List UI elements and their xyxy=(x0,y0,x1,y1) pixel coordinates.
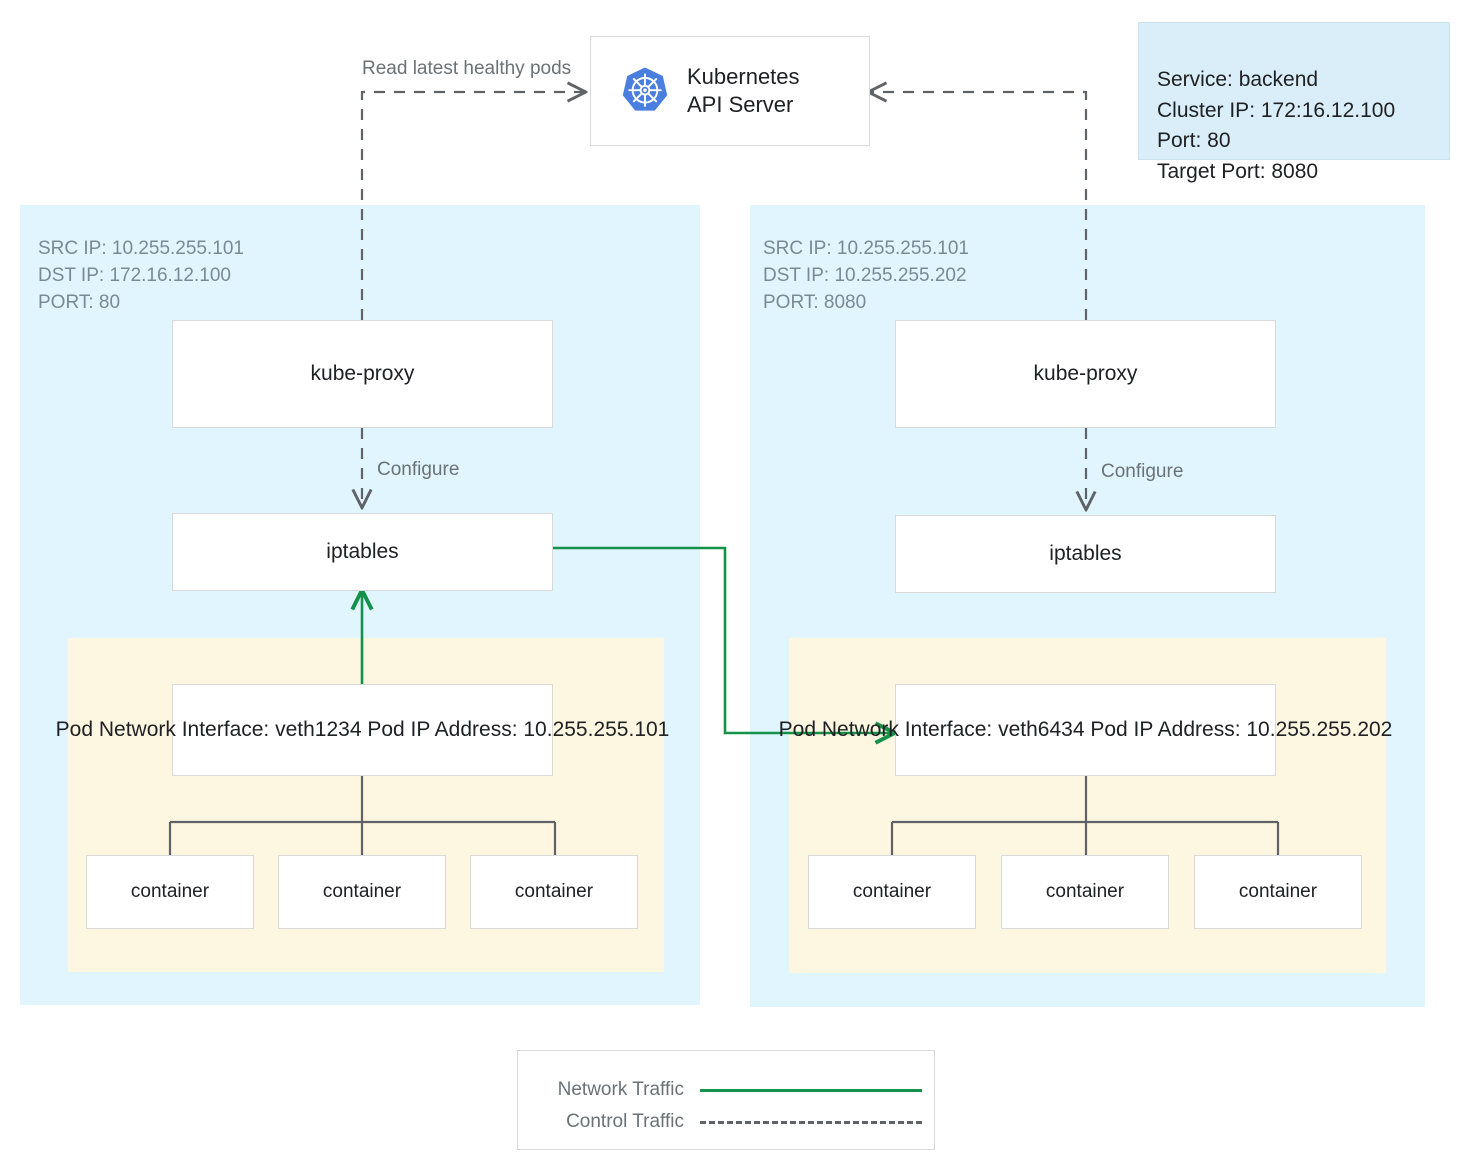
container-box-right-2[interactable]: container xyxy=(1001,855,1169,929)
pod-network-interface-box-right[interactable]: Pod Network Interface: veth6434 Pod IP A… xyxy=(779,684,1392,776)
legend-row-network-traffic: Network Traffic xyxy=(534,1079,922,1101)
read-latest-healthy-pods-label: Read latest healthy pods xyxy=(362,58,572,79)
kube-proxy-box-left[interactable]: kube-proxy xyxy=(172,320,553,428)
container-box-left-2[interactable]: container xyxy=(278,855,446,929)
container-label-right-1: container xyxy=(852,881,932,902)
container-label-right-3: container xyxy=(1238,881,1318,902)
container-label-right-2: container xyxy=(1045,881,1125,902)
kube-proxy-box-right[interactable]: kube-proxy xyxy=(895,320,1276,428)
legend-label-network-traffic: Network Traffic xyxy=(557,1079,684,1100)
pod-network-interface-label-left: Pod Network Interface: veth1234 Pod IP A… xyxy=(55,717,670,741)
legend-swatch-network-traffic xyxy=(700,1088,922,1092)
service-info-box: Service: backend Cluster IP: 172:16.12.1… xyxy=(1138,22,1450,183)
legend-row-control-traffic: Control Traffic xyxy=(534,1111,922,1133)
pod-network-interface-box-left[interactable]: Pod Network Interface: veth1234 Pod IP A… xyxy=(56,684,669,776)
iptables-box-left[interactable]: iptables xyxy=(172,513,553,591)
kubernetes-logo-icon xyxy=(619,65,671,117)
iptables-box-right[interactable]: iptables xyxy=(895,515,1276,593)
kubernetes-api-server-box[interactable]: Kubernetes API Server xyxy=(590,36,870,146)
container-label-left-2: container xyxy=(322,881,402,902)
legend-label-control-traffic: Control Traffic xyxy=(566,1111,684,1132)
pod-network-interface-label-right: Pod Network Interface: veth6434 Pod IP A… xyxy=(778,717,1393,741)
iptables-label-left: iptables xyxy=(326,540,399,564)
container-label-left-3: container xyxy=(514,881,594,902)
service-info-text: Service: backend Cluster IP: 172:16.12.1… xyxy=(1157,68,1396,183)
flow-info-right: SRC IP: 10.255.255.101 DST IP: 10.255.25… xyxy=(763,238,969,313)
container-box-right-3[interactable]: container xyxy=(1194,855,1362,929)
configure-label-left: Configure xyxy=(377,459,460,480)
container-box-left-1[interactable]: container xyxy=(86,855,254,929)
container-box-left-3[interactable]: container xyxy=(470,855,638,929)
legend-box: Network Traffic Control Traffic xyxy=(517,1050,935,1150)
kube-proxy-label-left: kube-proxy xyxy=(310,362,415,386)
api-server-label: Kubernetes API Server xyxy=(687,63,800,117)
flow-info-left: SRC IP: 10.255.255.101 DST IP: 172.16.12… xyxy=(38,238,244,313)
legend-swatch-control-traffic xyxy=(700,1120,922,1124)
container-box-right-1[interactable]: container xyxy=(808,855,976,929)
configure-label-right: Configure xyxy=(1101,461,1184,482)
iptables-label-right: iptables xyxy=(1049,542,1122,566)
container-label-left-1: container xyxy=(130,881,210,902)
kube-proxy-label-right: kube-proxy xyxy=(1033,362,1138,386)
